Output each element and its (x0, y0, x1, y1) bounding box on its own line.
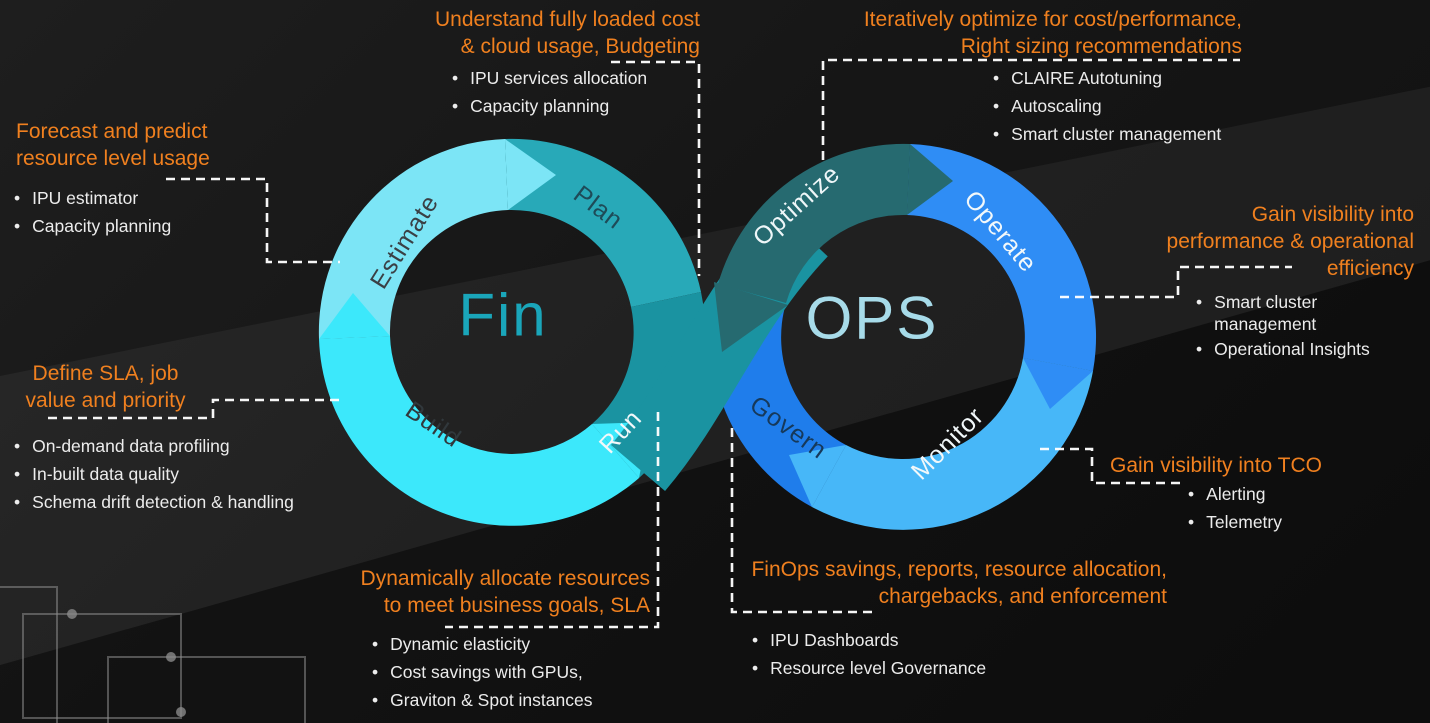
bullet-item: •Capacity planning (452, 92, 647, 120)
bullet-item: •Autoscaling (993, 92, 1221, 120)
segment-optimize (718, 143, 910, 303)
bullet-item: •IPU services allocation (452, 64, 647, 92)
callout-define-sla-bullets: •On-demand data profiling •In-built data… (14, 432, 294, 516)
callout-understand-bullets: •IPU services allocation •Capacity plann… (452, 64, 647, 120)
callout-finops-bullets: •IPU Dashboards •Resource level Governan… (752, 626, 986, 682)
bullet-icon: • (452, 68, 459, 88)
bullet-item: •Capacity planning (14, 212, 171, 240)
bullet-item: •Resource level Governance (752, 654, 986, 682)
bullet-icon: • (372, 662, 379, 682)
bullet-item: •Smart cluster management (1196, 288, 1384, 335)
connector-understand (611, 60, 701, 276)
bullet-item: •IPU estimator (14, 184, 171, 212)
bullet-item: •Operational Insights (1196, 335, 1384, 363)
bullet-icon: • (372, 634, 379, 654)
segment-monitor (812, 358, 1093, 530)
dashed-connectors (48, 58, 1292, 629)
decorative-rectangles (0, 586, 306, 723)
segment-build (319, 336, 639, 526)
bullet-item: •Cost savings with GPUs, (372, 658, 592, 686)
bullet-icon: • (993, 124, 1000, 144)
bullet-icon: • (1196, 339, 1203, 359)
bullet-item: •In-built data quality (14, 460, 294, 488)
callout-forecast-bullets: •IPU estimator •Capacity planning (14, 184, 171, 240)
callout-define-sla-heading: Define SLA, job value and priority (25, 362, 186, 412)
bullet-item: •Dynamic elasticity (372, 630, 592, 658)
bullet-icon: • (752, 658, 759, 678)
bullet-icon: • (1188, 484, 1195, 504)
callout-understand-heading: Understand fully loaded cost & cloud usa… (435, 8, 700, 58)
chevron-operate-to-monitor (1023, 358, 1093, 409)
bullet-icon: • (372, 690, 379, 710)
chevron-estimate-to-plan (505, 139, 556, 210)
callout-iteratively-bullets: •CLAIRE Autotuning •Autoscaling •Smart c… (993, 64, 1221, 148)
connector-iteratively (821, 58, 1240, 160)
callout-visibility-tco-bullets: •Alerting •Telemetry (1188, 480, 1282, 536)
callout-visibility-perf-bullets: •Smart cluster management •Operational I… (1196, 288, 1384, 363)
bullet-icon: • (993, 68, 1000, 88)
chevron-monitor-to-govern (789, 445, 846, 507)
bullet-icon: • (14, 188, 21, 208)
callout-forecast-heading: Forecast and predict resource level usag… (16, 120, 210, 170)
connector-dynamically (445, 412, 660, 629)
bullet-icon: • (14, 492, 21, 512)
chevron-optimize-weave (714, 282, 788, 352)
bullet-item: •On-demand data profiling (14, 432, 294, 460)
bullet-icon: • (14, 216, 21, 236)
chevron-optimize-to-operate (907, 144, 953, 215)
connector-define-sla (48, 398, 340, 420)
callout-visibility-perf-heading: Gain visibility into performance & opera… (1166, 203, 1414, 280)
bullet-item: •Schema drift detection & handling (14, 488, 294, 516)
bullet-icon: • (993, 96, 1000, 116)
bullet-item: •Telemetry (1188, 508, 1282, 536)
callout-dynamically-heading: Dynamically allocate resources to meet b… (360, 567, 650, 617)
connector-forecast (166, 177, 340, 264)
segment-operate (907, 144, 1097, 371)
bullet-icon: • (14, 436, 21, 456)
ops-label: OPS (805, 284, 939, 352)
callout-dynamically-bullets: •Dynamic elasticity •Cost savings with G… (372, 630, 592, 714)
bullet-item: •CLAIRE Autotuning (993, 64, 1221, 92)
fin-label: Fin (458, 281, 548, 349)
connector-finops (730, 428, 877, 614)
bullet-icon: • (452, 96, 459, 116)
bullet-item: •Alerting (1188, 480, 1282, 508)
bullet-icon: • (1188, 512, 1195, 532)
callout-iteratively-heading: Iteratively optimize for cost/performanc… (863, 8, 1242, 58)
segment-estimate (318, 139, 508, 339)
bullet-item: •Smart cluster management (993, 120, 1221, 148)
bullet-item: •Graviton & Spot instances (372, 686, 592, 714)
connector-visibility-tco (1040, 447, 1186, 485)
callout-visibility-tco-heading: Gain visibility into TCO (1110, 454, 1323, 477)
chevron-build-to-estimate (319, 293, 390, 339)
callout-finops-heading: FinOps savings, reports, resource alloca… (751, 558, 1167, 608)
bullet-item: •IPU Dashboards (752, 626, 986, 654)
segment-plan (505, 138, 701, 307)
bullet-icon: • (14, 464, 21, 484)
bullet-icon: • (752, 630, 759, 650)
bullet-icon: • (1196, 292, 1203, 312)
